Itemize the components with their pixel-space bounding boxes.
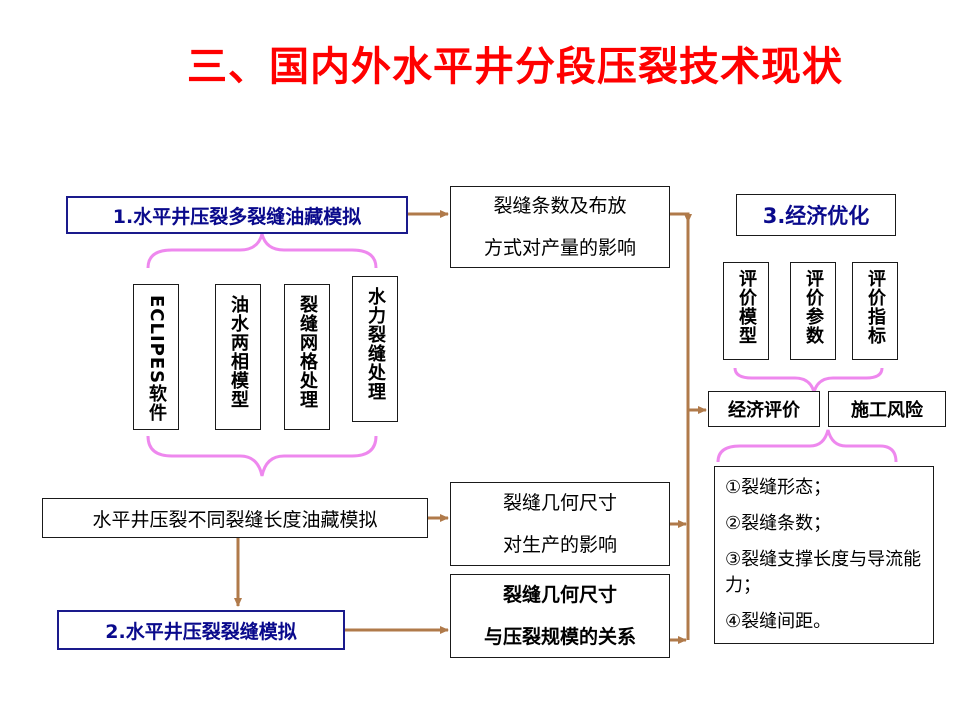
sim-length-box: 水平井压裂不同裂缝长度油藏模拟 [42, 498, 428, 538]
eval-params-label: 评价参数 [803, 269, 824, 345]
factor-item: ①裂缝形态； [725, 477, 832, 498]
sub-item-grid: 裂缝网格处理 [284, 284, 330, 430]
brace-top-left [146, 233, 378, 269]
line-box1-right [670, 212, 692, 223]
sim1-label: 1.水平井压裂多裂缝油藏模拟 [112, 205, 362, 228]
factor-item: ④裂缝间距。 [725, 611, 832, 632]
eval-index-label: 评价指标 [865, 269, 886, 345]
factor-item: ③裂缝支撑长度与导流能力； [725, 549, 922, 596]
sim1-box: 1.水平井压裂多裂缝油藏模拟 [66, 196, 408, 234]
eval-index: 评价指标 [852, 262, 898, 360]
middle-box-2: 裂缝几何尺寸 对生产的影响 [450, 482, 670, 566]
sub-item-hydraulic-label: 水力裂缝处理 [365, 287, 386, 401]
factors-box: ①裂缝形态； ②裂缝条数； ③裂缝支撑长度与导流能力； ④裂缝间距。 [714, 466, 934, 644]
middle-box-1-line1: 裂缝条数及布放 [493, 195, 627, 217]
middle-box-2-line1: 裂缝几何尺寸 [502, 492, 617, 514]
construction-risk-box: 施工风险 [828, 391, 946, 427]
sim2-label: 2.水平井压裂裂缝模拟 [105, 620, 297, 643]
brace-eval-items [733, 367, 884, 398]
middle-box-3: 裂缝几何尺寸 与压裂规模的关系 [450, 574, 670, 658]
factor-item: ②裂缝条数； [725, 513, 832, 534]
eval-model-label: 评价模型 [736, 269, 757, 345]
sub-item-eclipes-label: ECLIPES软件 [146, 295, 167, 423]
econ-eval-box: 经济评价 [708, 391, 820, 427]
construction-risk-label: 施工风险 [851, 400, 923, 421]
brace-factors [716, 429, 898, 463]
page-title: 三、国内外水平井分段压裂技术现状 [187, 44, 843, 90]
sub-item-eclipes: ECLIPES软件 [133, 284, 179, 430]
middle-box-2-line2: 对生产的影响 [502, 534, 617, 556]
econ-label: 3.经济优化 [762, 204, 870, 228]
middle-box-3-line1: 裂缝几何尺寸 [502, 584, 617, 606]
econ-eval-label: 经济评价 [728, 400, 800, 421]
sub-item-two-phase: 油水两相模型 [215, 284, 261, 430]
sub-item-grid-label: 裂缝网格处理 [297, 295, 318, 409]
econ-box: 3.经济优化 [736, 194, 896, 236]
sub-item-two-phase-label: 油水两相模型 [228, 295, 249, 409]
eval-params: 评价参数 [790, 262, 836, 360]
sim-length-label: 水平井压裂不同裂缝长度油藏模拟 [92, 508, 378, 531]
middle-box-1: 裂缝条数及布放 方式对产量的影响 [450, 186, 670, 268]
brace-bottom-left [146, 435, 378, 477]
middle-box-1-line2: 方式对产量的影响 [483, 237, 636, 259]
eval-model: 评价模型 [723, 262, 769, 360]
middle-box-3-line2: 与压裂规模的关系 [483, 626, 636, 648]
sub-item-hydraulic: 水力裂缝处理 [352, 276, 398, 422]
sim2-box: 2.水平井压裂裂缝模拟 [57, 610, 345, 650]
